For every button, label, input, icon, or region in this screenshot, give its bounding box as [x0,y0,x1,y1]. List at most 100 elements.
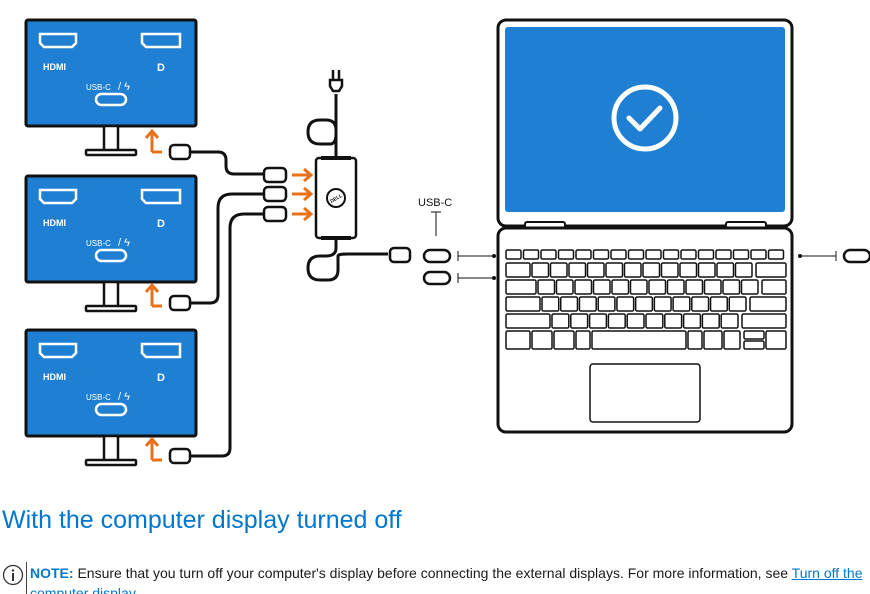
keyboard-key [537,279,556,295]
keyboard-key [685,279,704,295]
keyboard-key [588,313,608,329]
keyboard-key [680,249,697,260]
usbc-label: USB-C [86,83,111,92]
keyboard-key [505,262,531,278]
laptop-usbc-label: USB-C [418,197,452,209]
laptop-usbc-port-2 [422,270,452,286]
keyboard-key [591,330,687,350]
keyboard-key [597,296,616,312]
keyboard-key [653,296,672,312]
connection-diagram: HDMI D USB-C / ϟ HDMI D USB-C / ϟ HDMI D… [24,18,870,467]
monitor-cables [190,150,264,458]
keyboard-key [664,313,683,329]
hdmi-label: HDMI [43,62,66,72]
keyboard-key [505,330,531,350]
dell-logo-icon: DELL [326,188,346,208]
keyboard-key [703,330,723,350]
keyboard-key [549,262,568,278]
keyboard-key [765,330,787,350]
keyboard-key [743,340,765,350]
thunderbolt-label: / ϟ [118,237,130,249]
keyboard-key [715,249,732,260]
keyboard-key [557,249,575,260]
turn-off-display-link[interactable]: Turn off the computer display [30,565,863,594]
keyboard-key [709,296,729,312]
note-label: NOTE: [30,565,74,581]
section-heading: With the computer display turned off [2,506,402,534]
monitor-1: HDMI D USB-C / ϟ [24,18,198,157]
output-plug [388,246,412,264]
keyboard-key [679,262,698,278]
output-cable [306,240,388,282]
keyboard-key [660,262,679,278]
keyboard-key [551,313,570,329]
keyboard-key [734,262,753,278]
keyboard-key [555,279,574,295]
laptop-usbc-port-3 [842,248,870,264]
keyboard-key [662,249,680,260]
keyboard-key [716,262,735,278]
keyboard-key [697,262,716,278]
laptop-screen [505,27,785,212]
keyboard-key [575,249,592,260]
keyboard-key [722,279,741,295]
check-icon [611,84,679,152]
keyboard-key [755,262,787,278]
keyboard-key [761,279,787,295]
keyboard-key [743,330,765,340]
keyboard-key [575,330,591,350]
keyboard-key [703,279,722,295]
keyboard-key [578,296,597,312]
info-icon [2,564,24,586]
keyboard-key [607,313,626,329]
keyboard-key [741,313,787,329]
adapter-arrows [292,167,314,222]
keyboard-key [605,262,624,278]
keyboard-key [682,313,702,329]
keyboard-key [505,296,541,312]
keyboard-key [648,279,667,295]
hdmi-label: HDMI [43,218,66,228]
keyboard-key [592,279,611,295]
laptop-usbc-port-1 [422,248,452,264]
keyboard-key [586,262,605,278]
svg-text:DELL: DELL [329,193,343,205]
note-text: NOTE: Ensure that you turn off your comp… [30,563,866,594]
keyboard-key [541,296,560,312]
note-body: Ensure that you turn off your computer's… [73,565,792,581]
dp-label: D [157,218,165,230]
keyboard-key [645,249,662,260]
monitor-2: HDMI D USB-C / ϟ [24,174,198,313]
keyboard-key [687,330,703,350]
keyboard-key [634,296,654,312]
keyboard-key [553,330,575,350]
keyboard-key [540,249,557,260]
dp-label: D [157,372,165,384]
usb-c-adapter: DELL [314,156,358,240]
keyboard-key [750,249,767,260]
keyboard-key [574,279,593,295]
keyboard-key [767,249,785,260]
keyboard-key [723,330,741,350]
keyboard-key [623,262,642,278]
note-block: NOTE: Ensure that you turn off your comp… [2,562,868,594]
keyboard-key [629,279,648,295]
power-cable [306,94,338,156]
keyboard-key [749,296,787,312]
power-plug-icon [328,70,344,93]
usbc-label: USB-C [86,239,111,248]
keyboard-key [505,249,522,260]
touchpad [589,363,701,423]
keyboard-key [732,249,750,260]
keyboard-key [720,313,739,329]
keyboard-key [672,296,691,312]
keyboard-key [626,313,645,329]
keyboard-key [701,313,720,329]
thunderbolt-label: / ϟ [118,391,130,403]
thunderbolt-label: / ϟ [118,81,130,93]
monitor-3: HDMI D USB-C / ϟ [24,328,198,467]
adapter-input-plugs [262,166,288,223]
keyboard-key [728,296,747,312]
keyboard-key [642,262,661,278]
keyboard [505,249,787,350]
